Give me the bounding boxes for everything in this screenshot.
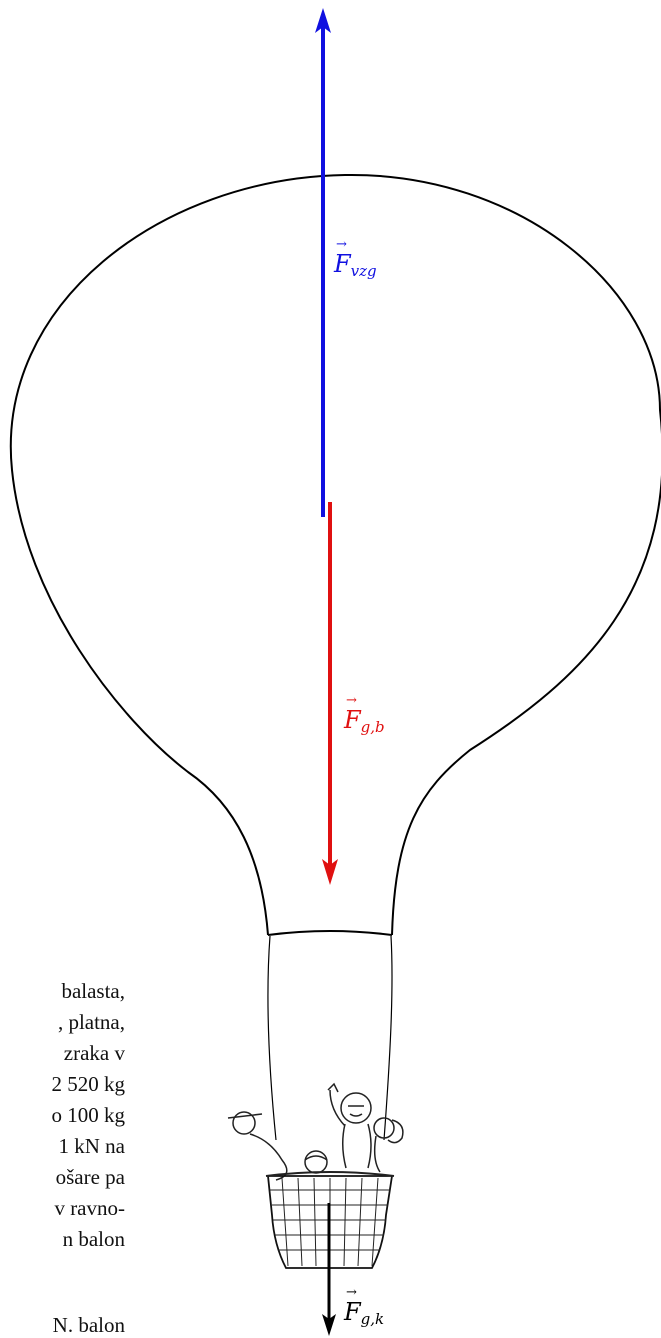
text-line-6: 1 kN na: [58, 1134, 126, 1158]
balloon-weight-arrow-head: [322, 859, 338, 885]
text-line-10: N. balon: [52, 1313, 125, 1337]
balloon-envelope: [9, 173, 661, 936]
basket-weight-force-label: Fg,k: [344, 1285, 385, 1329]
text-line-7: ošare pa: [55, 1165, 125, 1189]
text-line-4: 2 520 kg: [51, 1072, 126, 1096]
buoyancy-subscript: vzg: [350, 262, 377, 281]
text-line-8: v ravno-: [54, 1196, 125, 1220]
basket-weight-arrow-head: [322, 1314, 336, 1336]
balloon-mouth: [267, 930, 393, 936]
text-line-3: zraka v: [63, 1041, 125, 1065]
basket-weight-subscript: g,k: [360, 1310, 385, 1329]
buoyancy-symbol: F: [334, 237, 351, 278]
balloon-weight-symbol: F: [344, 693, 361, 734]
text-line-2: , platna,: [57, 1010, 125, 1034]
basket-weight-symbol: F: [344, 1285, 361, 1326]
buoyancy-force-label: Fvzg: [334, 237, 377, 281]
balloon-weight-subscript: g,b: [360, 718, 385, 737]
text-line-5: o 100 kg: [51, 1103, 126, 1127]
rope-left: [267, 935, 277, 1141]
text-line-9: n balon: [62, 1227, 125, 1251]
rope-right: [383, 935, 393, 1141]
balloon-weight-force-label: Fg,b: [344, 693, 385, 737]
buoyancy-arrow-head: [315, 8, 331, 33]
text-line-1: balasta,: [61, 979, 125, 1003]
basket-with-people-icon: [227, 1082, 404, 1269]
